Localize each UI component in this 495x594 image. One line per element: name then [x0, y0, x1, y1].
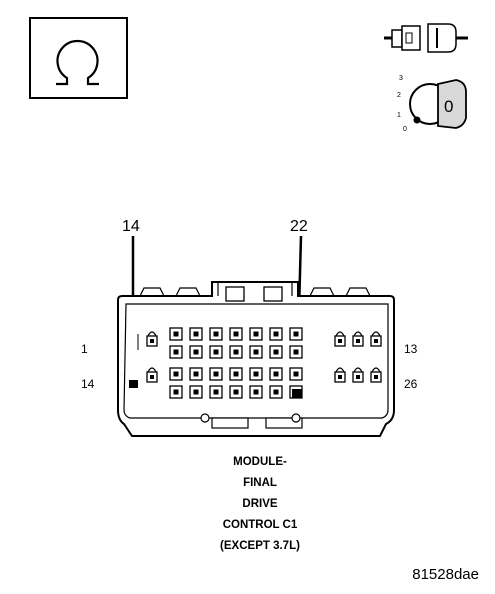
caption-line-1: MODULE-	[233, 456, 287, 468]
pin-label-14: 14	[81, 377, 95, 391]
caption-line-3: DRIVE	[242, 498, 278, 510]
connector-c1	[117, 281, 395, 437]
ignition-position-1: 1	[397, 112, 401, 119]
callout-14-label: 14	[122, 218, 140, 235]
terminal-latch-4	[371, 331, 381, 337]
ignition-position-3: 3	[399, 75, 403, 82]
terminal-latch-2	[335, 331, 345, 337]
caption-line-4: CONTROL C1	[222, 519, 298, 531]
caption-line-2: FINAL	[243, 477, 277, 489]
ignition-position-0: 0	[403, 126, 407, 133]
terminal-latch-0	[147, 331, 157, 337]
figure-id: 81528dae	[412, 566, 479, 583]
callout-22-label: 22	[290, 218, 308, 235]
pin-14-terminal	[129, 380, 138, 388]
terminal-latch-5	[335, 367, 345, 373]
terminal-latch-1	[147, 367, 157, 373]
ignition-key-label: 0	[444, 97, 453, 116]
pin-label-1: 1	[81, 342, 88, 356]
pin-label-13: 13	[404, 342, 418, 356]
pin-label-26: 26	[404, 377, 418, 391]
pin-22-terminal	[292, 389, 302, 398]
ignition-key-icon: 3 2 1 0 0	[397, 75, 467, 133]
caption-line-5: (EXCEPT 3.7L)	[220, 540, 300, 552]
terminal-latch-6	[353, 367, 363, 373]
terminal-latch-7	[371, 367, 381, 373]
ohmmeter-icon	[29, 17, 128, 99]
connector-disconnected-icon	[384, 23, 468, 53]
ignition-position-2: 2	[397, 92, 401, 99]
terminal-latch-3	[353, 331, 363, 337]
